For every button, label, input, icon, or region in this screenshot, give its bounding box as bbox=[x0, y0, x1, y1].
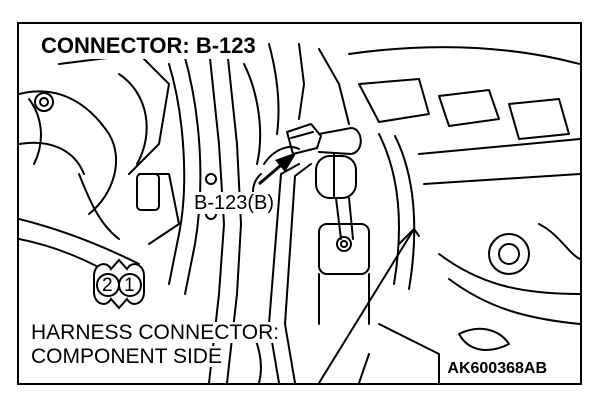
pin-2-label: 2 bbox=[102, 275, 113, 296]
callout-label: B-123(B) bbox=[192, 192, 277, 214]
harness-connector-diagram bbox=[93, 258, 145, 310]
pin-1-label: 1 bbox=[124, 275, 135, 296]
engine-illustration bbox=[19, 43, 580, 383]
harness-connector-label: HARNESS CONNECTOR: bbox=[29, 321, 282, 344]
diagram-frame: 2 1 CONNECTOR: B-123 B-123(B) HARNESS CO… bbox=[17, 22, 582, 385]
figure-code: AK600368AB bbox=[444, 360, 550, 378]
callout-arrow bbox=[258, 152, 297, 186]
connector-title: CONNECTOR: B-123 bbox=[37, 34, 260, 59]
component-side-label: COMPONENT SIDE bbox=[29, 345, 224, 368]
